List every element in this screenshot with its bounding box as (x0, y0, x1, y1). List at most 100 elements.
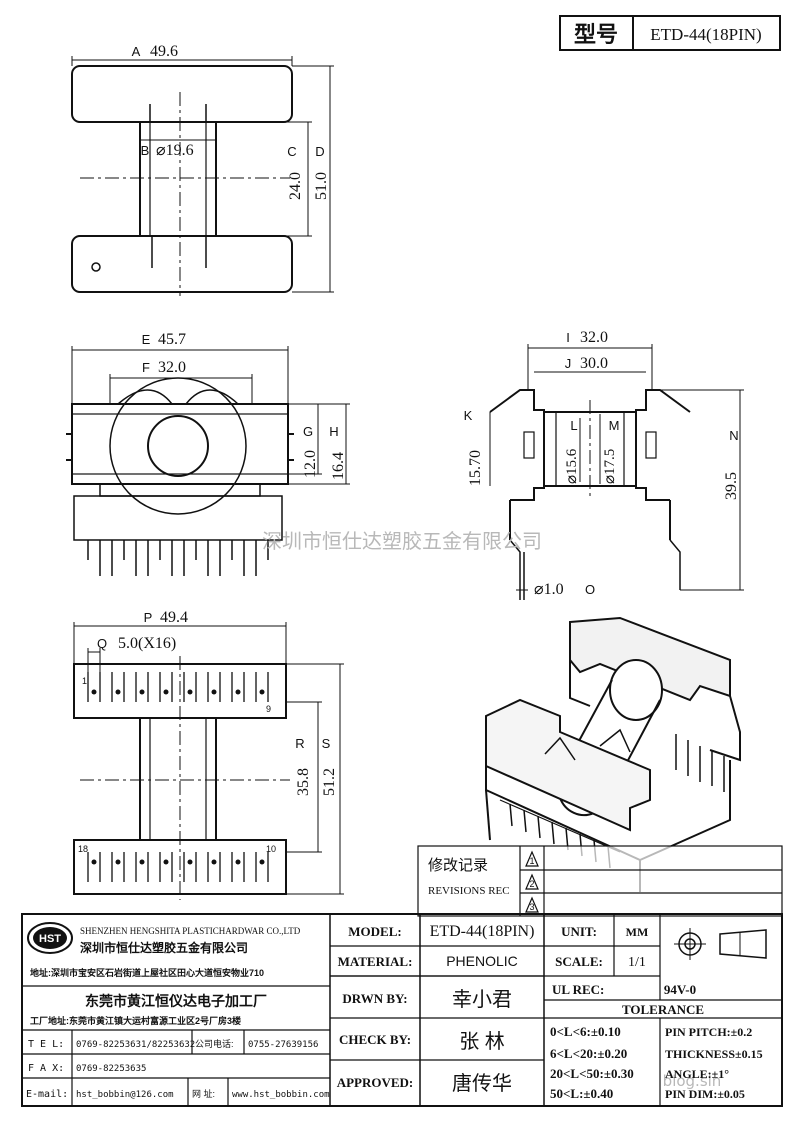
pin-dim: PIN DIM:±0.05 (665, 1087, 745, 1101)
angle: ANGLE:±1° (665, 1067, 729, 1081)
web-value: www.hst_bobbin.com (232, 1090, 330, 1100)
dim-N-letter: N (729, 428, 738, 443)
dim-D: 51.0 (313, 172, 330, 200)
tolerance-label: TOLERANCE (622, 1002, 704, 1017)
view-side (66, 377, 294, 515)
pin-number-10: 10 (266, 844, 276, 854)
web-label: 网 址: (192, 1088, 215, 1099)
view-bottom-dims (73, 622, 344, 895)
view-side-pins (73, 495, 283, 576)
scale-label: SCALE: (555, 954, 603, 969)
pin-number-18: 18 (78, 844, 88, 854)
factory-address: 工厂地址:东莞市黄江镇大运村富源工业区2号厂房3楼 (30, 1015, 241, 1026)
dim-A: 49.6 (150, 43, 178, 60)
pin-number-9: 9 (266, 704, 271, 714)
revision-mark-1: 1 (529, 856, 534, 866)
model-value: ETD-44(18PIN) (430, 923, 535, 940)
projection-symbol-icon (674, 928, 767, 960)
dim-E: 45.7 (158, 331, 186, 348)
dim-F-letter: F (142, 360, 150, 375)
tolerance-2: 6<L<20:±0.20 (550, 1046, 627, 1061)
company-name-cn: 深圳市恒仕达塑胶五金有限公司 (80, 940, 248, 955)
dim-B-letter: B (141, 143, 150, 158)
view-bottom-pins (87, 672, 269, 882)
dim-A-letter: A (132, 44, 141, 59)
revision-mark-2: 2 (529, 879, 534, 889)
revisions-table (417, 845, 783, 917)
dim-R-letter: R (295, 736, 304, 751)
dim-S: 51.2 (321, 768, 338, 796)
revisions-title-en: REVISIONS REC (428, 885, 510, 897)
factory-name: 东莞市黄江恒仪达电子加工厂 (85, 993, 267, 1009)
approved-label: APPROVED: (337, 1075, 414, 1090)
dim-H-letter: H (329, 424, 338, 439)
view-front-dims (71, 56, 334, 293)
dim-Q-letter: Q (97, 636, 107, 651)
dim-N: 39.5 (723, 472, 740, 500)
view-front-centerlines (80, 92, 290, 296)
drawn-label: DRWN BY: (342, 991, 407, 1006)
dim-J-letter: J (565, 356, 572, 371)
dim-C: 24.0 (287, 172, 304, 200)
pin-number-1: 1 (82, 676, 87, 686)
dimension-labels: 49.6 A B ⌀19.6 C 24.0 D 51.0 E 45.7 F 32… (97, 43, 740, 796)
company-address: 地址:深圳市宝安区石岩街道上屋社区田心大道恒安物业710 (30, 967, 264, 978)
tel-label: T E L: (28, 1039, 64, 1050)
dim-Q: 5.0(X16) (118, 635, 176, 652)
tel2-value: 0755-27639156 (248, 1040, 318, 1050)
fax-label: F A X: (28, 1063, 64, 1074)
dim-G: 12.0 (302, 450, 319, 478)
model-label: MODEL: (348, 924, 401, 939)
view-end-dims (489, 344, 744, 591)
fax-value: 0769-82253635 (76, 1064, 146, 1074)
dim-J: 30.0 (580, 355, 608, 372)
check-value: 张 林 (459, 1030, 505, 1053)
dim-D-letter: D (315, 144, 324, 159)
ul-label: UL REC: (552, 982, 604, 997)
dim-R: 35.8 (295, 768, 312, 796)
revisions-title-cn: 修改记录 (428, 857, 488, 874)
watermark: 深圳市恒仕达塑胶五金有限公司 (262, 529, 542, 553)
pin-pitch: PIN PITCH:±0.2 (665, 1025, 752, 1039)
dim-F: 32.0 (158, 359, 186, 376)
revision-mark-3: 3 (529, 902, 534, 912)
view-isometric (485, 616, 741, 892)
approved-value: 唐传华 (452, 1072, 512, 1095)
dim-O: ⌀1.0 (534, 581, 564, 598)
dim-P: 49.4 (160, 609, 188, 626)
watermark-blog: blog.sin (663, 1072, 722, 1090)
model-box-value: ETD-44(18PIN) (650, 25, 761, 44)
dim-L: ⌀15.6 (564, 448, 580, 484)
unit-label: UNIT: (561, 924, 597, 939)
dim-M: ⌀17.5 (602, 449, 618, 484)
dim-B: ⌀19.6 (156, 142, 194, 159)
dim-O-letter: O (585, 582, 595, 597)
material-label: MATERIAL: (338, 954, 413, 969)
email-value: hst_bobbin@126.com (76, 1090, 174, 1100)
dim-P-letter: P (144, 610, 153, 625)
view-side-dims (71, 346, 350, 485)
view-bottom-centerlines (80, 656, 290, 900)
check-label: CHECK BY: (339, 1032, 411, 1047)
scale-value: 1/1 (628, 955, 646, 970)
unit-value: MM (626, 925, 649, 939)
email-label: E-mail: (26, 1089, 68, 1100)
model-box: 型号 ETD-44(18PIN) (559, 15, 781, 51)
title-block-grid (21, 913, 783, 1107)
tolerance-1: 0<L<6:±0.10 (550, 1024, 621, 1039)
thickness: THICKNESS±0.15 (665, 1047, 763, 1061)
drawn-value: 幸小君 (452, 988, 512, 1011)
model-box-label: 型号 (574, 22, 618, 47)
logo-text: HST (39, 933, 61, 945)
dim-E-letter: E (142, 332, 151, 347)
tel-value: 0769-82253631/82253632 (76, 1040, 195, 1050)
dim-G-letter: G (303, 424, 313, 439)
dim-H: 16.4 (330, 452, 347, 480)
tolerance-4: 50<L:±0.40 (550, 1086, 613, 1101)
tel2-label: 公司电话: (195, 1038, 234, 1049)
dim-I-letter: I (566, 330, 570, 345)
dim-M-letter: M (609, 418, 620, 433)
view-bottom-pin-dots (91, 689, 265, 865)
dim-I: 32.0 (580, 329, 608, 346)
